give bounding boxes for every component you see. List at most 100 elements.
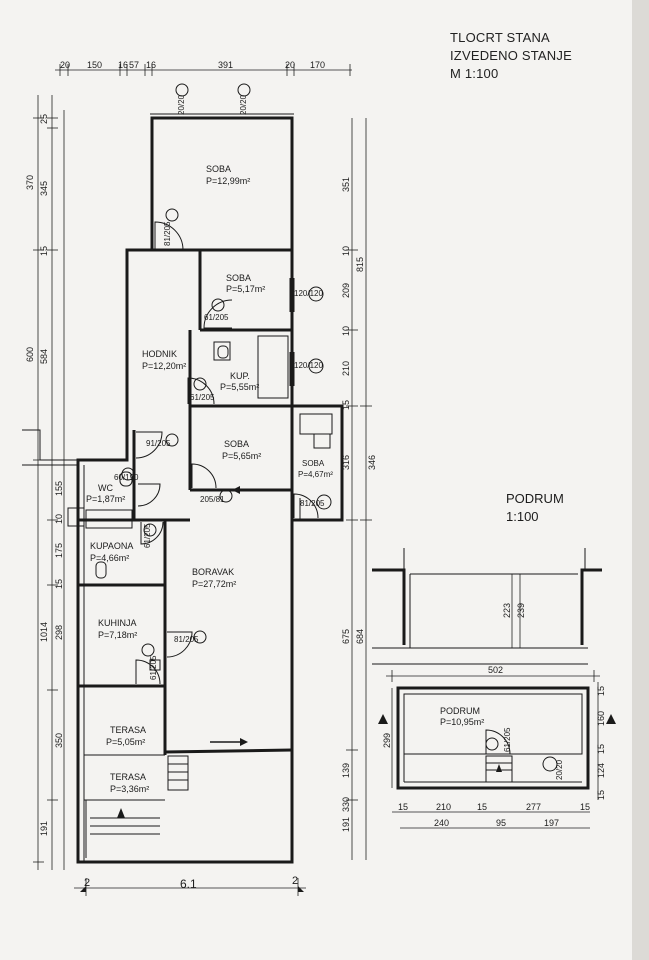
podrum-bottom-row2-2: 197 — [544, 818, 559, 828]
room-name-11: TERASA — [110, 772, 146, 782]
bottom-dimension-line: 6.1 2 2 — [74, 875, 306, 896]
podrum-inner-dim-0: 223 — [502, 603, 512, 618]
room-area-0: P=12,99m² — [206, 176, 250, 186]
door-tag-11: 61/205 — [143, 523, 152, 548]
room-area-7: P=4,66m² — [90, 553, 129, 563]
door-tag-15: 20/20 — [555, 759, 564, 780]
top-dim-1: 150 — [87, 60, 102, 70]
door-tag-9: 205/81 — [200, 495, 225, 504]
left-inner-dim-9: 350 — [54, 733, 64, 748]
right-dim-4: 210 — [341, 361, 351, 376]
left-inner-dim-0: 25 — [39, 114, 49, 124]
title-line-2: IZVEDENO STANJE — [450, 48, 572, 63]
top-dim-3: 57 — [129, 60, 139, 70]
podrum-room-name: PODRUM — [440, 706, 480, 716]
room-name-9: KUHINJA — [98, 618, 137, 628]
right-outer-dim-1: 346 — [367, 455, 377, 470]
podrum-top-dim: 502 — [488, 665, 503, 675]
right-dimension-lines: 351 10 209 10 210 15 316 675 139 330 191… — [341, 118, 377, 860]
right-dim-7: 675 — [341, 629, 351, 644]
room-area-3: P=5,55m² — [220, 382, 259, 392]
title-line-3: M 1:100 — [450, 66, 499, 81]
room-name-4: SOBA — [224, 439, 249, 449]
room-area-4: P=5,65m² — [222, 451, 261, 461]
door-tag-13: 61/205 — [149, 655, 158, 680]
room-area-9: P=7,18m² — [98, 630, 137, 640]
right-dim-5: 15 — [341, 400, 351, 410]
top-dimension-line: 20 150 16 57 16 391 20 170 — [55, 60, 352, 76]
bottom-dimension: 6.1 — [180, 877, 197, 891]
podrum-section-view: 223 239 — [372, 548, 602, 665]
left-inner-dim-4: 155 — [54, 481, 64, 496]
left-inner-dim-1: 345 — [39, 181, 49, 196]
top-dim-6: 20 — [285, 60, 295, 70]
room-name-3: KUP. — [230, 371, 250, 381]
podrum-room-area: P=10,95m² — [440, 717, 484, 727]
right-dim-3: 10 — [341, 326, 351, 336]
left-inner-dim-5: 10 — [54, 514, 64, 524]
room-area-10: P=5,05m² — [106, 737, 145, 747]
room-labels: SOBA P=12,99m² SOBA P=5,17m² HODNIK P=12… — [86, 164, 333, 794]
door-tag-10: 81/205 — [300, 499, 325, 508]
right-dim-6: 316 — [341, 455, 351, 470]
right-outer-dim-0: 815 — [355, 257, 365, 272]
podrum-heading: PODRUM — [506, 491, 564, 506]
room-area-2: P=12,20m² — [142, 361, 186, 371]
top-dim-0: 20 — [60, 60, 70, 70]
podrum-bottom-dim-1: 210 — [436, 802, 451, 812]
podrum-right-dim-3: 124 — [596, 763, 606, 778]
room-name-0: SOBA — [206, 164, 231, 174]
left-inner-dim-3: 584 — [39, 349, 49, 364]
podrum-left-dim: 299 — [382, 733, 392, 748]
left-outer-dim-0: 370 — [25, 175, 35, 190]
right-dim-8: 139 — [341, 763, 351, 778]
podrum-bottom-row2-1: 95 — [496, 818, 506, 828]
title-line-1: TLOCRT STANA — [450, 30, 550, 45]
top-dim-2: 16 — [118, 60, 128, 70]
door-tag-1: 20/20 — [239, 94, 248, 115]
room-area-8: P=27,72m² — [192, 579, 236, 589]
left-inner-dim-10: 191 — [39, 821, 49, 836]
podrum-right-dim-0: 15 — [596, 686, 606, 696]
podrum-bottom-dim-3: 277 — [526, 802, 541, 812]
podrum-bottom-dim-2: 15 — [477, 802, 487, 812]
podrum-bottom-dim-0: 15 — [398, 802, 408, 812]
left-inner-dim-6: 175 — [54, 543, 64, 558]
door-tag-12: 81/205 — [174, 635, 199, 644]
podrum-bottom-row2-0: 240 — [434, 818, 449, 828]
sheet-edge — [632, 0, 649, 960]
door-tag-0: 20/20 — [177, 94, 186, 115]
apartment-walls — [22, 113, 344, 864]
room-area-6: P=1,87m² — [86, 494, 125, 504]
podrum-inner-dim-1: 239 — [516, 603, 526, 618]
left-dimension-lines: 370 600 1014 25 345 15 584 155 10 175 15… — [25, 95, 65, 870]
room-area-11: P=3,36m² — [110, 784, 149, 794]
right-dim-2: 209 — [341, 283, 351, 298]
right-dim-10: 191 — [341, 817, 351, 832]
section-mark-right: 2 — [292, 875, 298, 887]
room-name-6: WC — [98, 483, 113, 493]
fixtures — [95, 345, 229, 671]
door-tag-2: 81/205 — [163, 221, 172, 246]
top-dim-4: 16 — [146, 60, 156, 70]
section-mark-left: 2 — [84, 877, 90, 889]
left-inner-dim-2: 15 — [39, 246, 49, 256]
room-name-2: HODNIK — [142, 349, 177, 359]
right-dim-9: 330 — [341, 797, 351, 812]
door-tag-4: 120/120 — [294, 289, 323, 298]
room-name-1: SOBA — [226, 273, 251, 283]
door-tag-7: 91/205 — [146, 439, 171, 448]
podrum-right-dim-2: 15 — [596, 744, 606, 754]
room-name-8: BORAVAK — [192, 567, 234, 577]
door-tag-3: 61/205 — [204, 313, 229, 322]
room-area-5: P=4,67m² — [298, 470, 333, 479]
top-dim-5: 391 — [218, 60, 233, 70]
left-outer-dim-2: 1014 — [39, 622, 49, 642]
room-name-7: KUPAONA — [90, 541, 133, 551]
room-area-1: P=5,17m² — [226, 284, 265, 294]
podrum-bottom-dim-4: 15 — [580, 802, 590, 812]
podrum-right-dim-1: 160 — [596, 711, 606, 726]
podrum-right-dim-4: 15 — [596, 790, 606, 800]
door-tag-6: 61/205 — [190, 393, 215, 402]
